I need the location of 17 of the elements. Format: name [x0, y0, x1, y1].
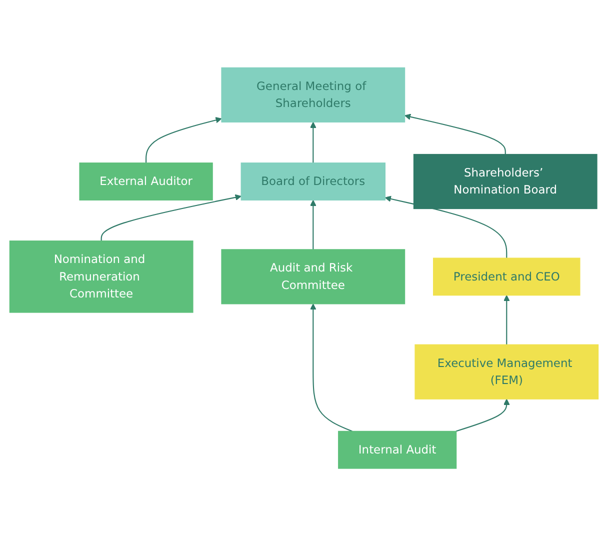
arrow — [310, 122, 316, 163]
arrow — [310, 200, 316, 250]
node-box: Executive Management (FEM) — [414, 344, 598, 400]
node-box: General Meeting of Shareholders — [220, 67, 405, 122]
node-box: Nomination and Remuneration Committee — [8, 240, 193, 313]
node-box: Board of Directors — [240, 162, 386, 200]
arrow — [455, 398, 510, 432]
arrow — [404, 114, 506, 154]
node-box: Internal Audit — [338, 430, 456, 469]
arrow — [310, 304, 352, 432]
node-box: Audit and Risk Committee — [220, 249, 405, 304]
arrow — [100, 194, 241, 241]
node-box: President and CEO — [432, 258, 580, 296]
node-box: Shareholders’ Nomination Board — [412, 154, 597, 209]
node-box: External Auditor — [78, 162, 212, 200]
arrow — [145, 116, 222, 163]
arrow — [503, 294, 510, 345]
